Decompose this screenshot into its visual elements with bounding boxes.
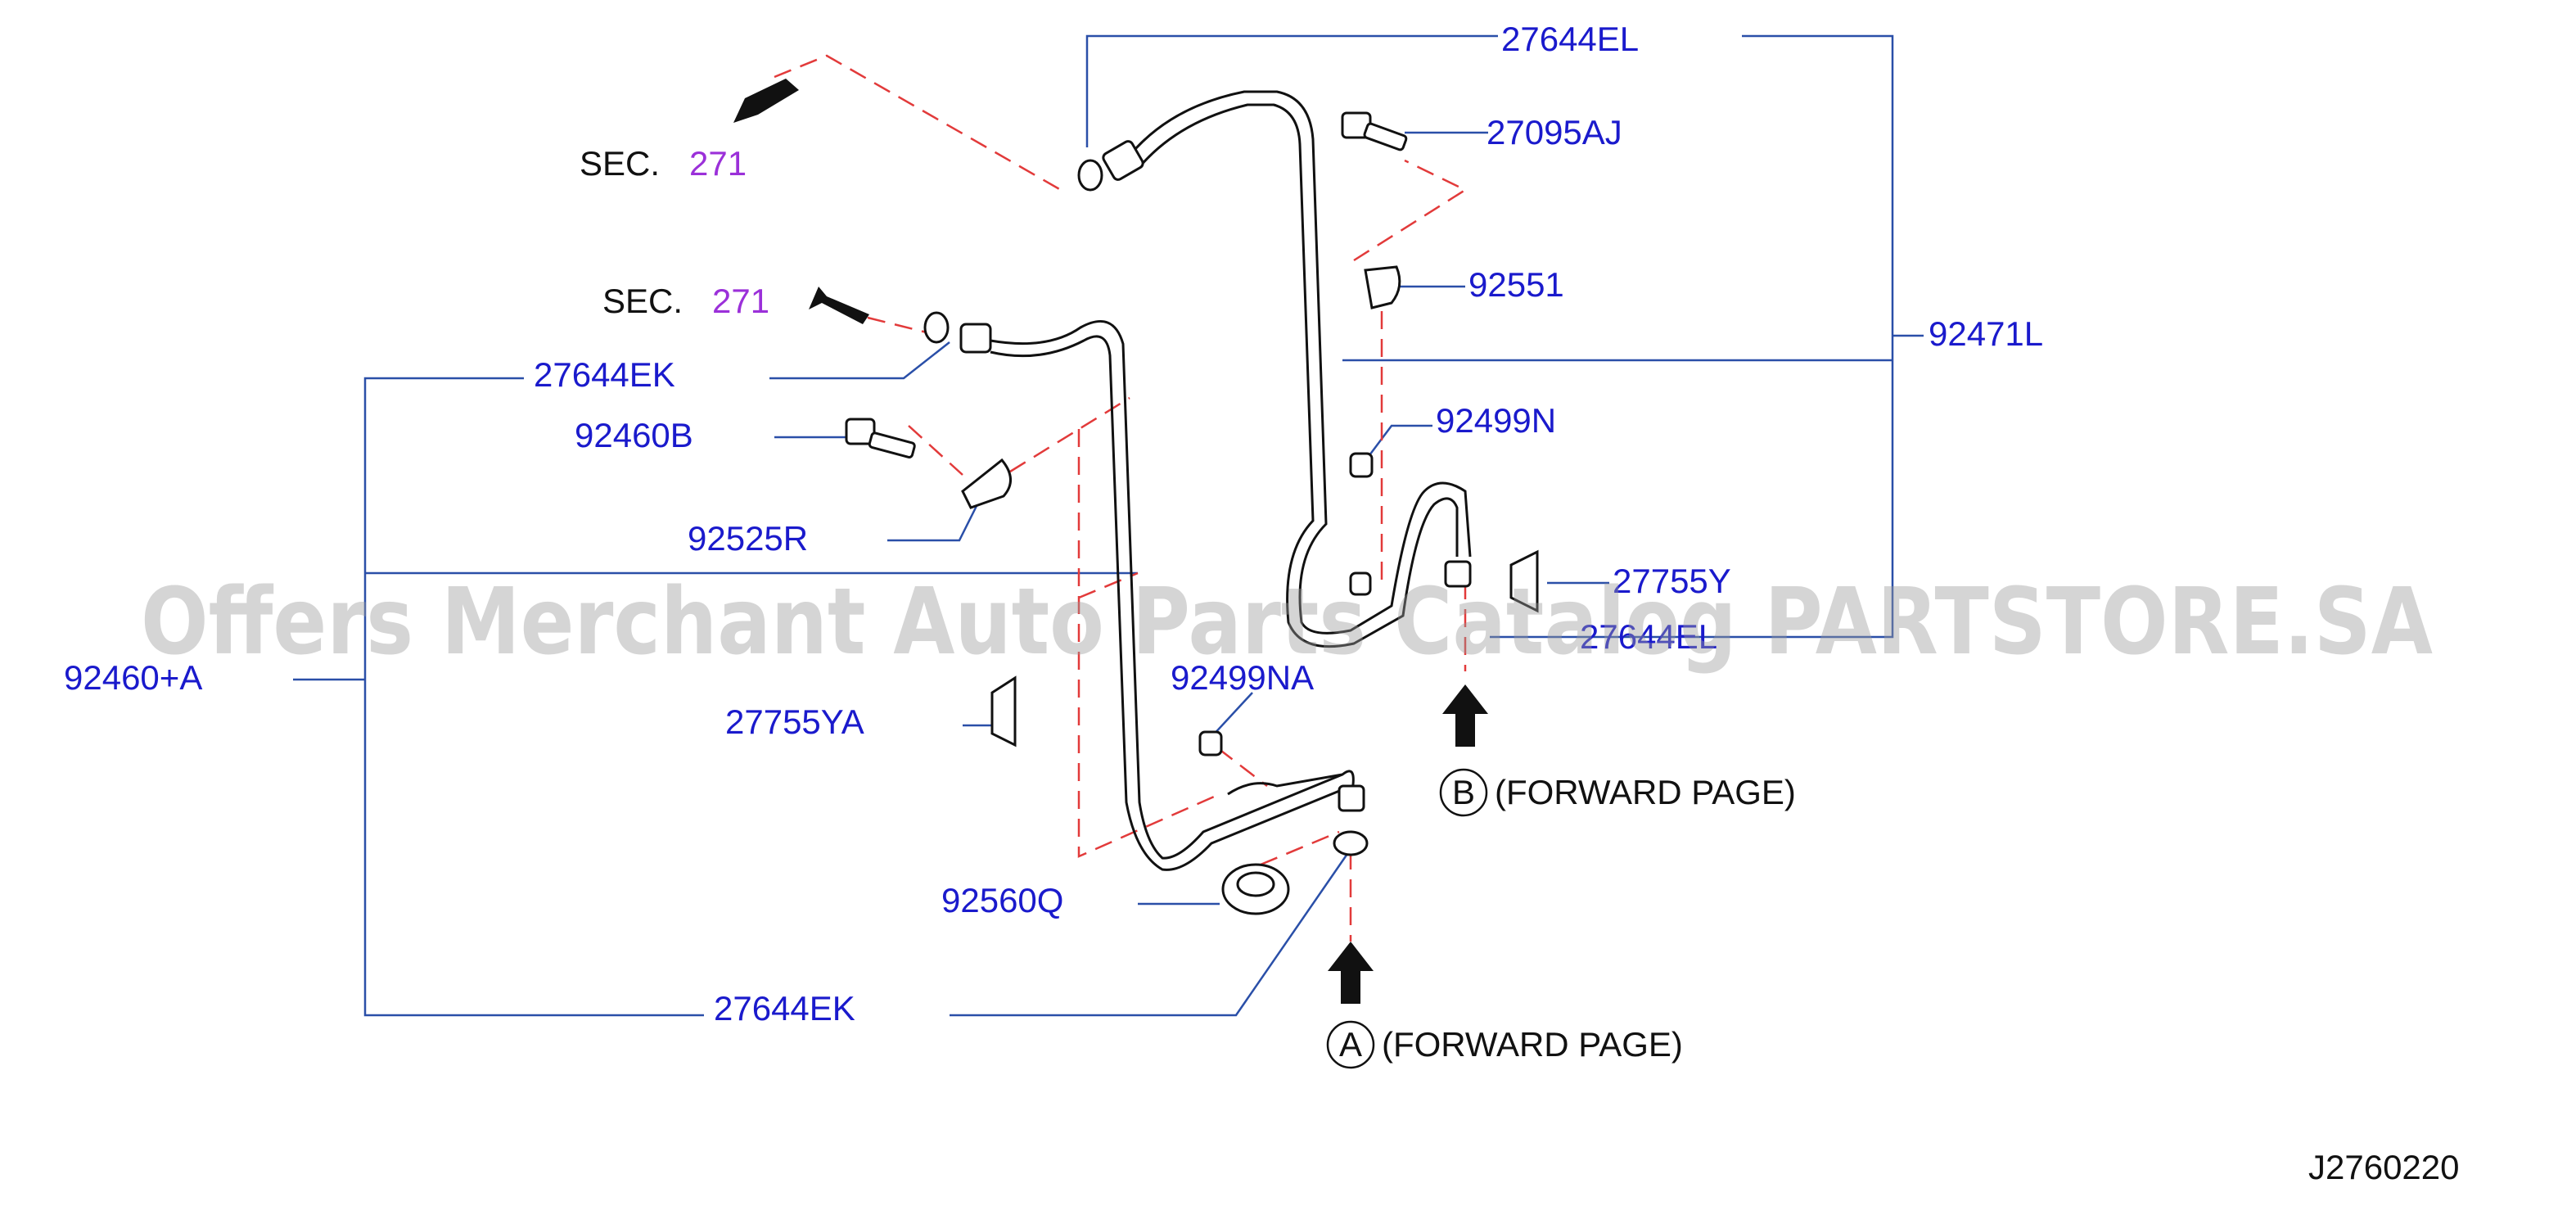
o-ring-mid: [923, 311, 950, 344]
label-27644ek-top[interactable]: 27644EK: [534, 355, 675, 394]
ref-circle-b: [1439, 768, 1488, 817]
clip-92551: [1364, 265, 1401, 309]
sec-prefix-2: SEC.: [602, 282, 683, 320]
bolt-92460b-head: [845, 418, 876, 445]
label-27755ya[interactable]: 27755YA: [725, 702, 864, 741]
direction-arrows: [733, 79, 1488, 1004]
label-92460b[interactable]: 92460B: [575, 416, 693, 454]
cap-92499na: [1198, 730, 1223, 757]
diagram-code: J2760220: [2308, 1148, 2460, 1186]
bolt-92460b-shank: [868, 431, 916, 458]
arrow-sec-271-top: [733, 79, 799, 123]
label-92460-a[interactable]: 92460+A: [64, 658, 202, 697]
label-92499na[interactable]: 92499NA: [1171, 658, 1314, 697]
sec-link-271-mid[interactable]: 271: [712, 282, 769, 320]
section-references: SEC. 271 SEC. 271: [580, 144, 769, 320]
label-27095aj[interactable]: 27095AJ: [1487, 113, 1622, 151]
flare-nut-mid: [959, 323, 992, 354]
label-27644ek-bottom[interactable]: 27644EK: [714, 989, 855, 1028]
leader-lines: [293, 34, 1924, 1017]
label-92471l[interactable]: 92471L: [1929, 314, 2043, 353]
flare-nut-right: [1444, 560, 1472, 588]
label-27644el-top[interactable]: 27644EL: [1501, 20, 1639, 58]
forward-page-references: B (FORWARD PAGE) A (FORWARD PAGE): [1339, 773, 1796, 1064]
label-92525r[interactable]: 92525R: [688, 519, 808, 558]
clip-92525r: [961, 458, 1012, 509]
dashed-lines: [774, 54, 1468, 942]
label-92551[interactable]: 92551: [1468, 265, 1564, 304]
label-27755y[interactable]: 27755Y: [1613, 562, 1731, 600]
arrow-sec-271-mid: [809, 287, 869, 324]
ref-text-a[interactable]: (FORWARD PAGE): [1382, 1025, 1683, 1064]
insulator-27755ya: [990, 675, 1017, 748]
label-92560q[interactable]: 92560Q: [941, 881, 1063, 919]
flare-nut-top: [1102, 140, 1144, 181]
ref-letter-a: A: [1339, 1025, 1362, 1064]
part-labels: 27644EL 27095AJ 92551 92471L 92499N 2775…: [64, 20, 2043, 1028]
o-ring-bottom: [1333, 830, 1369, 856]
o-ring-top: [1077, 159, 1103, 192]
watermark: Offers Merchant Auto Parts Catalog PARTS…: [141, 569, 2433, 675]
cap-92499n: [1349, 452, 1374, 478]
label-27644el-mid[interactable]: 27644EL: [1580, 617, 1717, 656]
bolt-27095aj-shank: [1363, 122, 1408, 151]
ref-circle-a: [1326, 1020, 1375, 1069]
arrow-forward-b: [1442, 684, 1488, 747]
label-92499n[interactable]: 92499N: [1436, 401, 1556, 440]
flare-nut-bottom: [1338, 784, 1365, 812]
sec-prefix-1: SEC.: [580, 144, 660, 183]
arrow-forward-a: [1328, 942, 1374, 1004]
sec-link-271-top[interactable]: 271: [689, 144, 747, 183]
ref-letter-b: B: [1452, 773, 1475, 811]
brake-tubes: [990, 90, 1472, 871]
insulator-27755y: [1509, 549, 1539, 613]
cap-mid: [1349, 571, 1372, 596]
hardware: [845, 111, 1539, 915]
ref-text-b[interactable]: (FORWARD PAGE): [1495, 773, 1796, 811]
